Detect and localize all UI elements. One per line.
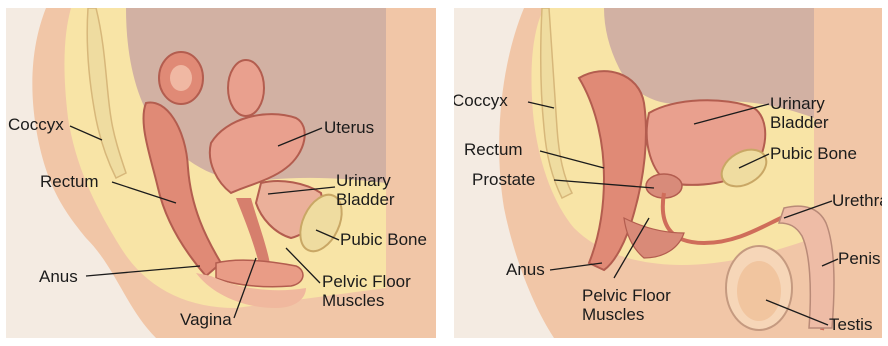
label-urinary-bladder: Urinary Bladder [770, 94, 829, 132]
label-penis: Penis [838, 250, 881, 268]
label-pubic-bone: Pubic Bone [770, 145, 857, 163]
label-urethra: Urethra [832, 192, 882, 210]
label-pelvic-floor-muscles: Pelvic Floor Muscles [582, 286, 671, 324]
male-pelvis-panel: Coccyx Urinary Bladder Rectum Pubic Bone… [454, 8, 882, 338]
label-coccyx: Coccyx [8, 116, 64, 134]
label-coccyx: Coccyx [454, 92, 508, 110]
label-pubic-bone: Pubic Bone [340, 231, 427, 249]
female-pelvis-panel: Coccyx Uterus Rectum Urinary Bladder Pub… [6, 8, 436, 338]
label-prostate: Prostate [472, 171, 535, 189]
label-pelvic-floor-muscles: Pelvic Floor Muscles [322, 272, 411, 310]
label-urinary-bladder: Urinary Bladder [336, 171, 395, 209]
label-testis: Testis [829, 316, 872, 334]
label-rectum: Rectum [40, 173, 99, 191]
label-anus: Anus [506, 261, 545, 279]
label-anus: Anus [39, 268, 78, 286]
label-rectum: Rectum [464, 141, 523, 159]
label-uterus: Uterus [324, 119, 374, 137]
label-vagina: Vagina [180, 311, 232, 329]
